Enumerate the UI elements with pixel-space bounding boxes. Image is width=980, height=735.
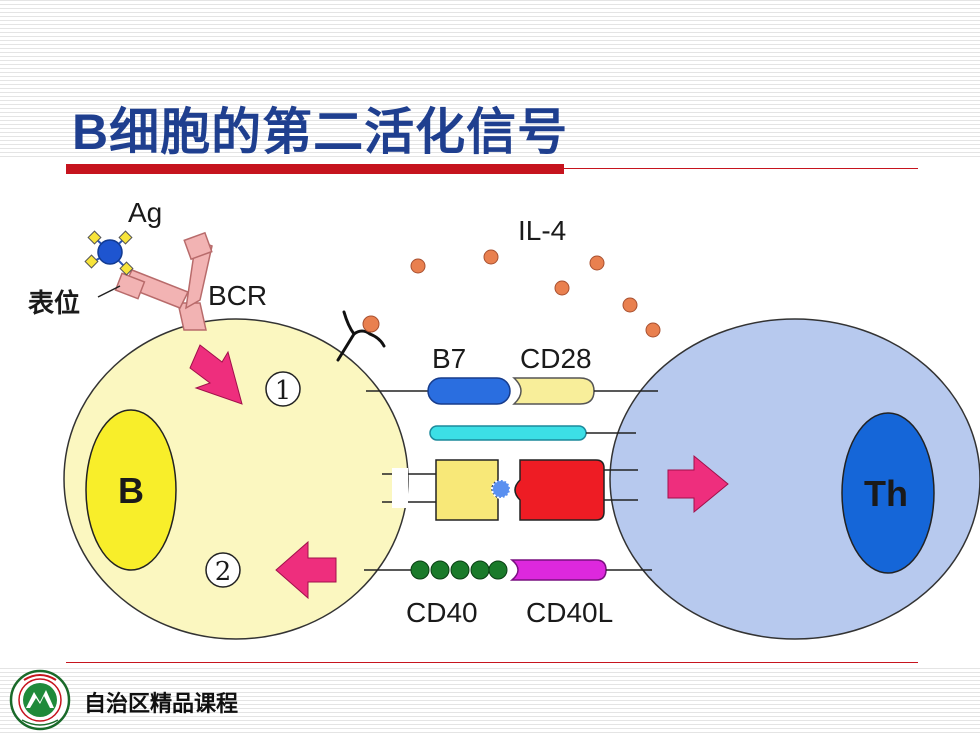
title-underline-bar	[66, 164, 564, 174]
step-1-label: 1	[275, 376, 292, 406]
b-cell-activation-diagram: B Th Ag 表位 BCR IL-4 1	[28, 197, 980, 640]
ag-label: Ag	[128, 197, 162, 228]
il4-bound	[362, 315, 380, 333]
b7-label: B7	[432, 343, 466, 374]
footer-rule	[66, 662, 918, 663]
university-logo	[9, 669, 71, 731]
b-cell-label: B	[118, 470, 144, 511]
signal-arrow-1	[189, 344, 243, 405]
mhc-tcr-complex	[382, 459, 638, 521]
th-signal-arrow	[667, 454, 729, 514]
step-1-marker	[265, 371, 301, 407]
adhesion-molecule	[429, 425, 587, 441]
cd40l-label: CD40L	[526, 597, 613, 628]
cd40-label: CD40	[406, 597, 478, 628]
b-nucleus	[85, 409, 177, 571]
footer-course-label: 自治区精品课程	[84, 691, 239, 716]
step-2-label: 2	[215, 557, 232, 587]
th-cell-label: Th	[864, 473, 908, 514]
signal-arrow-2	[275, 540, 337, 600]
antigen	[84, 230, 134, 276]
cd40-molecule	[410, 560, 508, 580]
il4-cytokines	[410, 249, 661, 338]
cd28-label: CD28	[520, 343, 592, 374]
cd28-molecule	[512, 377, 595, 405]
cd40l-molecule	[509, 559, 607, 581]
step-2-marker	[205, 552, 241, 588]
b7-molecule	[427, 377, 511, 405]
bcr-receptor	[114, 231, 213, 331]
bcr-label: BCR	[208, 280, 267, 311]
th-nucleus	[841, 412, 935, 574]
title-underline-rule	[564, 168, 918, 169]
il4-label: IL-4	[518, 215, 566, 246]
epitope-label: 表位	[28, 288, 80, 319]
slide-title: B细胞的第二活化信号	[72, 104, 569, 160]
il4-receptor	[336, 310, 386, 362]
epitope-pointer	[97, 285, 121, 298]
